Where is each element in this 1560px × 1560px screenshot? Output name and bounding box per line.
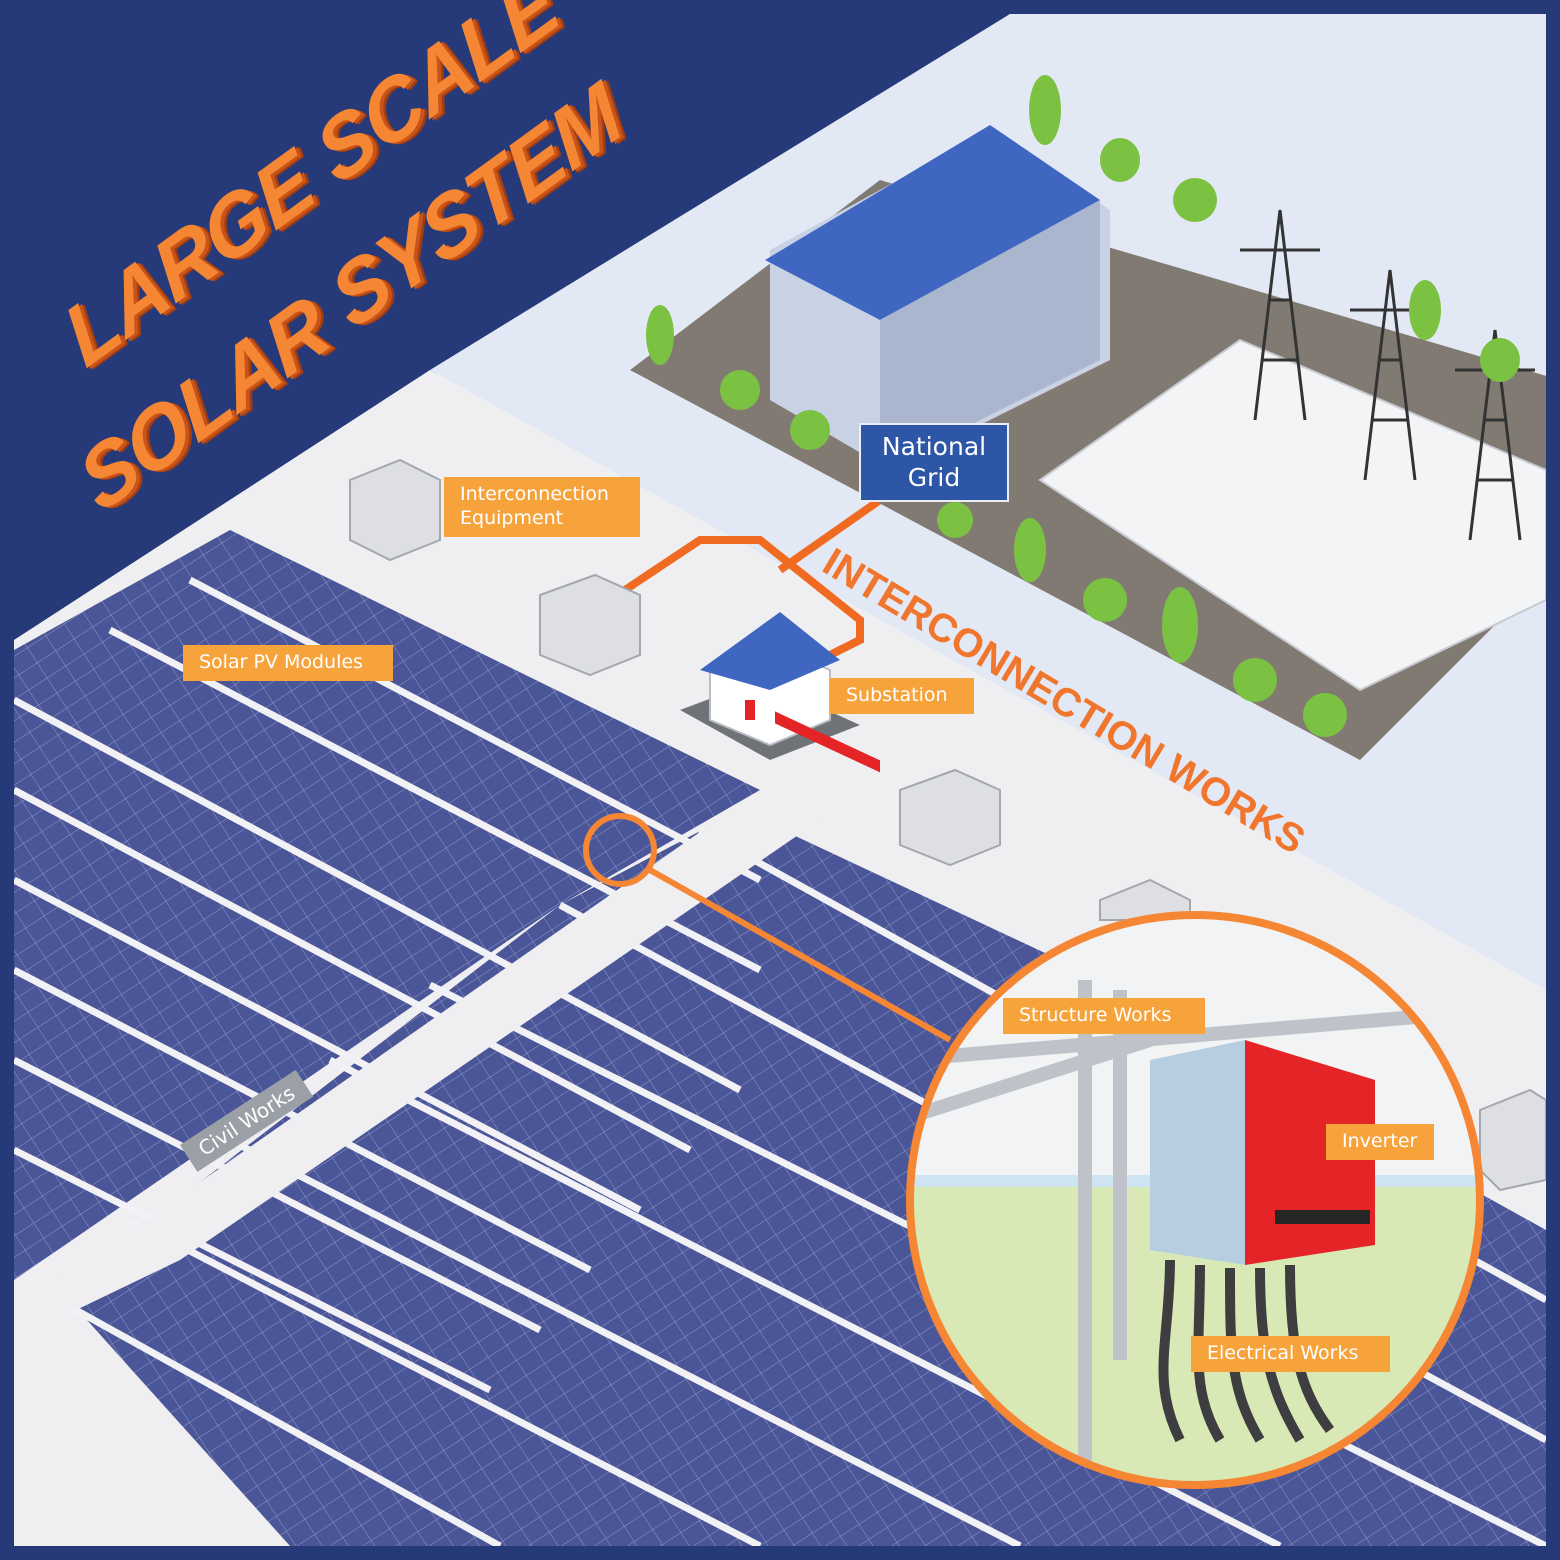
grid-compound xyxy=(630,75,1546,773)
national-grid-label: National Grid xyxy=(859,423,1009,502)
trees xyxy=(646,75,1520,737)
structure-works-label: Structure Works xyxy=(1003,998,1205,1034)
inverter-box-side xyxy=(1150,1040,1245,1265)
solar-pv-modules-label: Solar PV Modules xyxy=(183,645,393,681)
connection-lines xyxy=(607,496,883,664)
transmission-towers xyxy=(1240,209,1535,541)
electrical-works-label: Electrical Works xyxy=(1191,1336,1390,1372)
access-road xyxy=(14,790,820,1340)
detail-callout-circle xyxy=(906,911,1484,1489)
inverter-box-front xyxy=(1245,1040,1375,1265)
interconnection-equipment-label: Interconnection Equipment xyxy=(444,477,640,537)
equipment-containers xyxy=(349,458,1546,1192)
detail-callout-small xyxy=(583,813,657,887)
inverter-label: Inverter xyxy=(1326,1124,1434,1160)
substation-label: Substation xyxy=(830,678,974,714)
